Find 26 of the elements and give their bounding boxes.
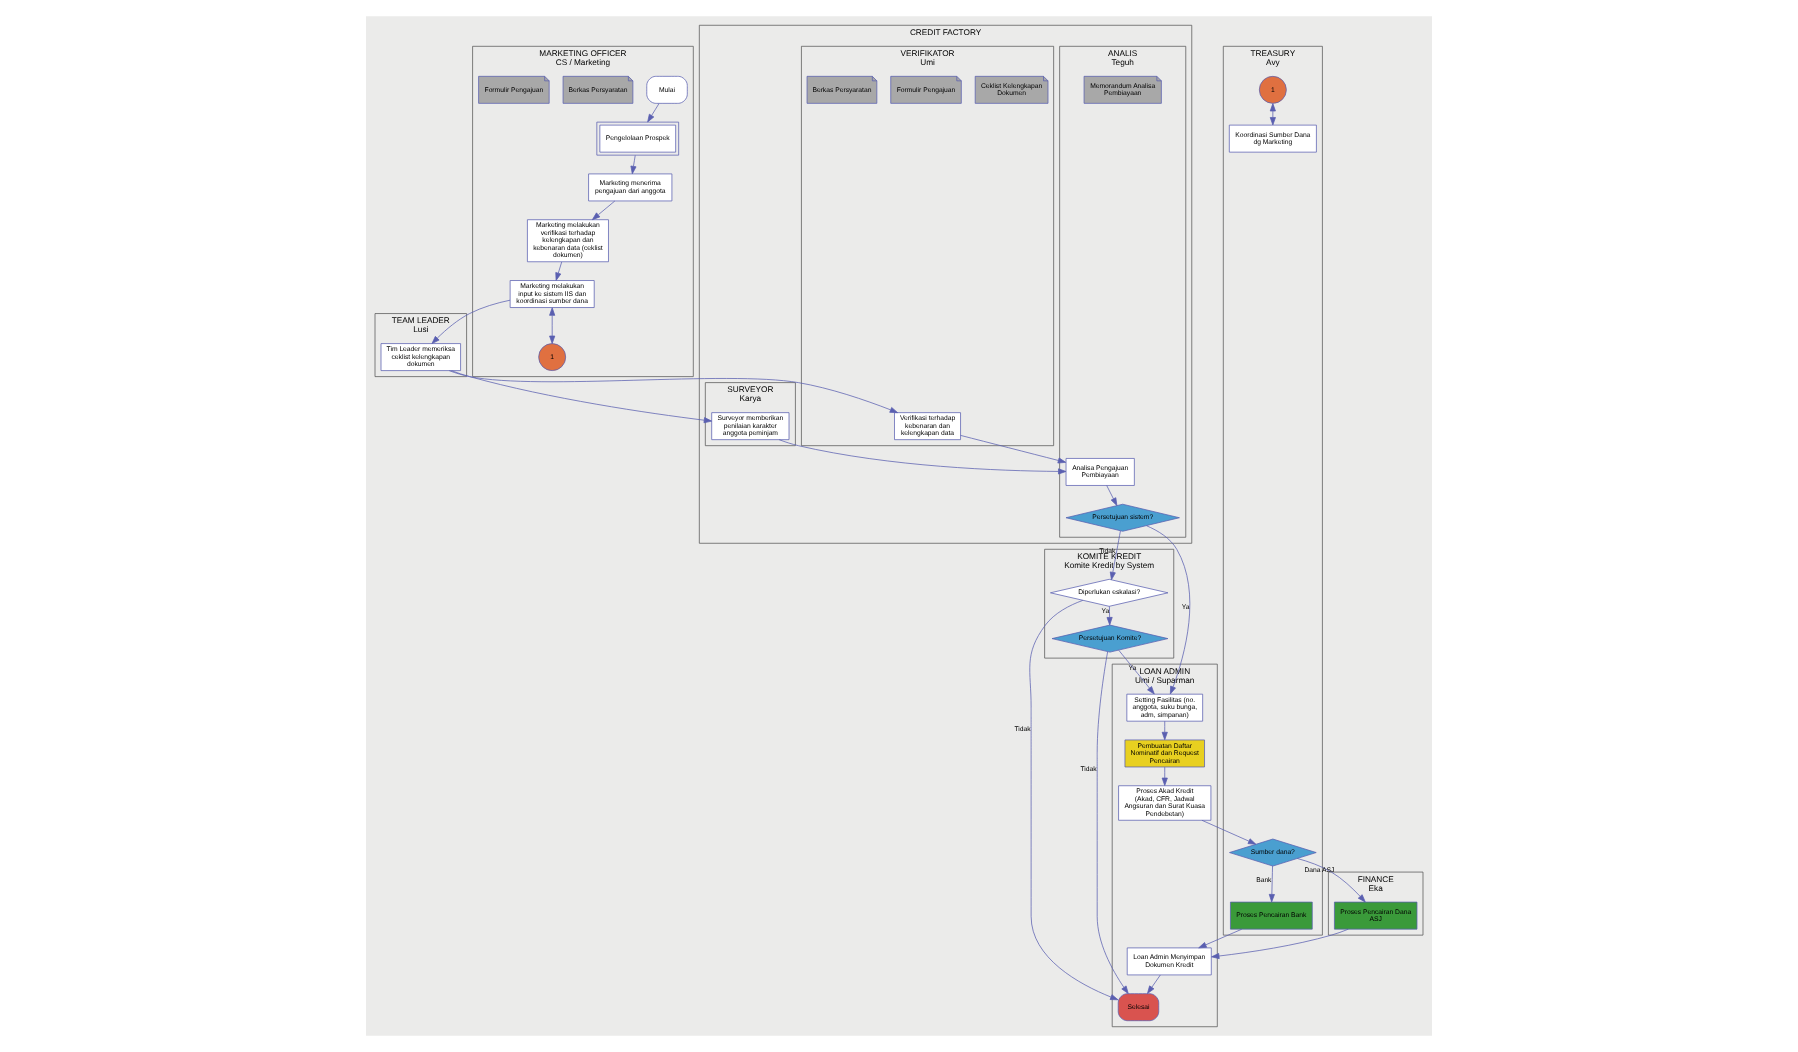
arrow bbox=[1211, 928, 1349, 959]
arrow bbox=[1161, 720, 1168, 741]
arrow bbox=[630, 155, 637, 175]
arrow bbox=[647, 103, 660, 123]
arrow bbox=[555, 261, 563, 281]
arrow bbox=[1269, 103, 1276, 126]
arrow bbox=[960, 435, 1067, 464]
arrow bbox=[1106, 606, 1113, 626]
arrow bbox=[1268, 865, 1275, 903]
arrow bbox=[549, 307, 556, 344]
arrow bbox=[431, 299, 511, 344]
arrow bbox=[1096, 651, 1129, 994]
arrow bbox=[1029, 600, 1119, 1001]
arrow bbox=[1198, 928, 1243, 949]
arrow bbox=[1161, 766, 1168, 786]
arrow bbox=[1296, 858, 1366, 903]
arrow bbox=[1201, 819, 1257, 845]
arrow bbox=[1106, 485, 1118, 506]
arrow bbox=[451, 370, 713, 424]
arrow bbox=[1109, 530, 1121, 581]
arrow bbox=[592, 200, 616, 221]
arrow bbox=[778, 439, 1067, 475]
arrow bbox=[448, 370, 899, 413]
arrow bbox=[1146, 525, 1191, 695]
arrow bbox=[1118, 649, 1155, 695]
arrow bbox=[1147, 974, 1161, 994]
